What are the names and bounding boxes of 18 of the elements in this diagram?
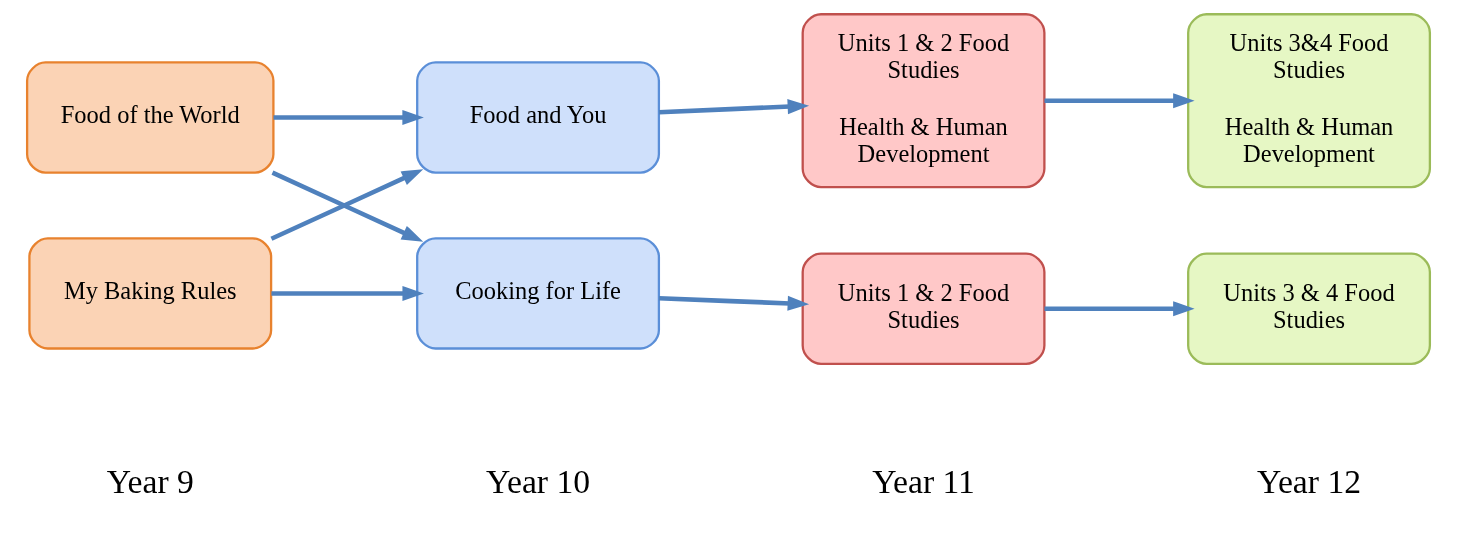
label: Year 9: [106, 463, 194, 501]
node-box: Units 3&4 Food Studies Health & Human Development: [1187, 13, 1432, 189]
label: Year 11: [872, 463, 975, 501]
arrow: [273, 110, 424, 126]
arrow: [658, 99, 810, 115]
label: Year 12: [1257, 463, 1362, 501]
node-box: Units 3 & 4 Food Studies: [1187, 252, 1432, 365]
node-box: Food and You: [416, 61, 661, 174]
arrow: [1044, 93, 1195, 109]
arrow: [658, 295, 810, 311]
node-box: Units 1 & 2 Food Studies: [801, 252, 1046, 365]
arrow: [1044, 301, 1195, 317]
node-box: Food of the World: [25, 61, 275, 174]
label: Year 10: [486, 463, 591, 501]
arrow: [271, 285, 424, 301]
node-box: Cooking for Life: [416, 237, 661, 350]
node-box: Units 1 & 2 Food Studies Health & Human Development: [801, 13, 1046, 189]
node-box: My Baking Rules: [28, 237, 273, 350]
